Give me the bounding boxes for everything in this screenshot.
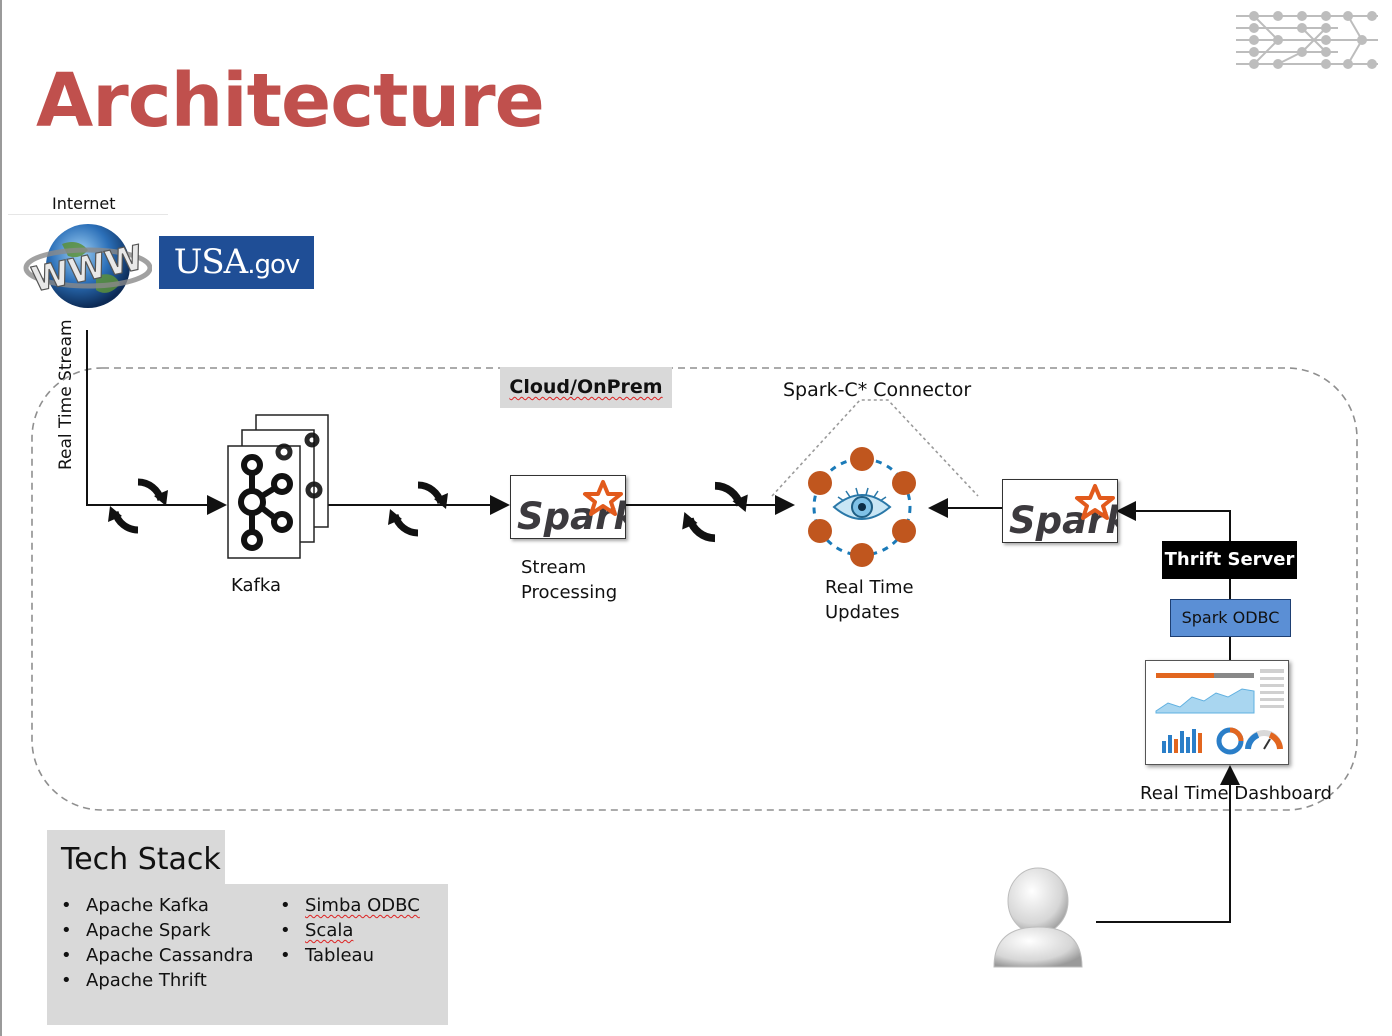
tech-stack-list-secondary: Simba ODBC Scala Tableau (280, 893, 420, 968)
sync-cycle-icon (108, 478, 168, 534)
stream-processing-label: Stream Processing (521, 555, 617, 605)
tech-stack-item-text: Simba ODBC (305, 895, 420, 916)
tech-stack-item: Apache Cassandra (61, 943, 254, 968)
spark-logo-text: Spark (1009, 499, 1117, 542)
dashboard-preview-icon (1155, 669, 1284, 755)
real-time-updates-label-line1: Real Time (825, 577, 914, 598)
usa-gov-logo-suffix: .gov (247, 250, 300, 280)
sync-cycle-icon (682, 481, 748, 543)
slide-left-border (0, 0, 2, 1036)
tech-stack-header-panel (47, 830, 225, 886)
tech-stack-item: Tableau (280, 943, 420, 968)
cloud-onprem-text: Cloud/OnPrem (509, 376, 663, 398)
tech-stack-item: Apache Spark (61, 918, 254, 943)
internet-label: Internet (52, 194, 116, 213)
tech-stack-item: Simba ODBC (280, 893, 420, 918)
slide-title: Architecture (36, 58, 545, 144)
dashboard-thumbnail (1145, 660, 1289, 765)
sync-cycle-icon (388, 481, 448, 537)
tech-stack-item-text: Scala (305, 920, 354, 941)
usa-gov-logo: USA.gov (159, 236, 314, 289)
kafka-logo-icon (227, 414, 329, 559)
network-nodes-icon (1236, 11, 1378, 69)
stream-processing-label-line2: Processing (521, 582, 618, 603)
real-time-dashboard-label: Real Time Dashboard (1140, 783, 1332, 804)
www-globe-icon: WWW (23, 224, 152, 308)
stream-processing-label-line1: Stream (521, 557, 587, 578)
internet-label-underline (8, 214, 168, 215)
spark-streaming-logo: Spark (510, 475, 640, 539)
thrift-server-box: Thrift Server (1162, 541, 1297, 579)
tech-stack-item: Scala (280, 918, 420, 943)
tech-stack-list-primary: Apache Kafka Apache Spark Apache Cassand… (61, 893, 254, 993)
user-silhouette-icon (993, 867, 1083, 968)
usa-gov-logo-main: USA (173, 242, 248, 282)
real-time-updates-label: Real Time Updates (825, 575, 914, 625)
spark-odbc-box: Spark ODBC (1170, 599, 1291, 637)
kafka-label: Kafka (231, 575, 281, 596)
cloud-onprem-label: Cloud/OnPrem (500, 367, 672, 408)
tech-stack-item: Apache Kafka (61, 893, 254, 918)
spark-logo-icon: Spark (1009, 484, 1132, 542)
real-time-updates-label-line2: Updates (825, 602, 900, 623)
spark-logo-text: Spark (517, 495, 625, 538)
tech-stack-title: Tech Stack (61, 842, 221, 877)
spark-logo-icon: Spark (517, 480, 640, 538)
spark-cassandra-connector-label: Spark-C* Connector (783, 379, 972, 401)
cassandra-eye-icon (808, 447, 916, 567)
spark-query-logo: Spark (1002, 479, 1132, 543)
tech-stack-item: Apache Thrift (61, 968, 254, 993)
